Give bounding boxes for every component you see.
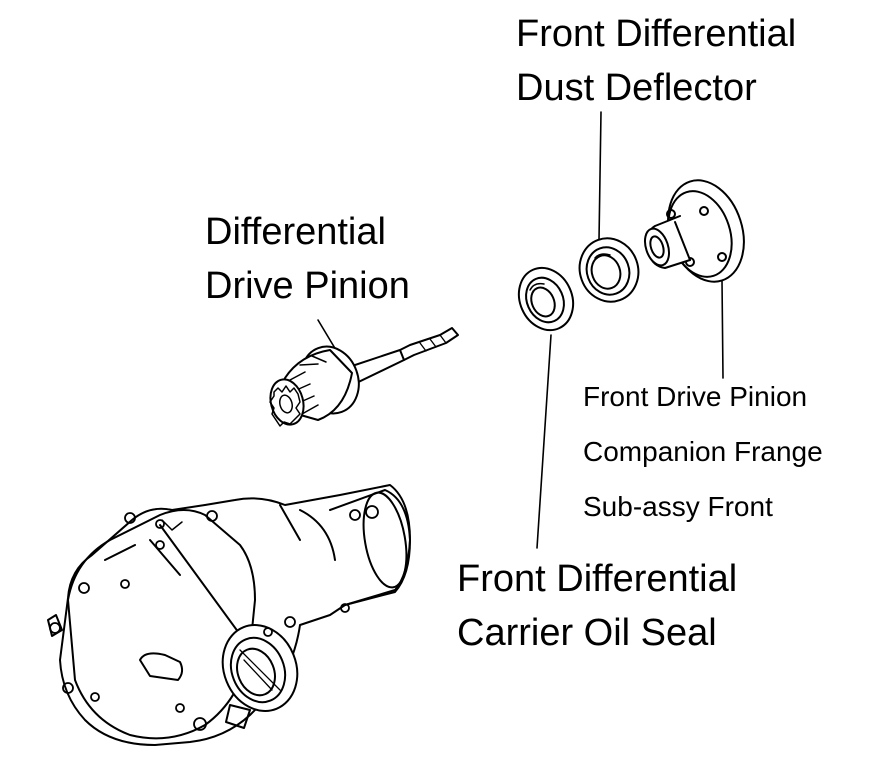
dust-deflector-label: Front Differential Dust Deflector (516, 7, 796, 115)
drive-pinion-label: Differential Drive Pinion (205, 205, 410, 313)
dust-deflector-label-line1: Front Differential (516, 13, 797, 55)
leader-oil-seal (536, 334, 552, 549)
companion-flange-label: Front Drive Pinion Companion Frange Sub-… (583, 369, 823, 534)
leader-lines (317, 111, 724, 549)
oil-seal-label-line2: Carrier Oil Seal (457, 612, 717, 654)
companion-flange-label-line2: Companion Frange (583, 436, 823, 467)
leader-companion-flange (721, 279, 724, 379)
drive-pinion-label-line1: Differential (205, 211, 386, 253)
carrier-oil-seal (517, 266, 575, 332)
companion-flange (644, 179, 745, 283)
differential-carrier-housing (47, 484, 411, 746)
dust-deflector (578, 237, 640, 303)
companion-flange-label-line3: Sub-assy Front (583, 491, 773, 522)
oil-seal-label-line1: Front Differential (457, 558, 738, 600)
leader-dust-deflector (598, 111, 602, 241)
companion-flange-label-line1: Front Drive Pinion (583, 381, 808, 412)
oil-seal-label: Front Differential Carrier Oil Seal (457, 552, 737, 660)
drive-pinion-label-line2: Drive Pinion (205, 265, 410, 307)
drive-pinion (269, 327, 459, 427)
dust-deflector-label-line2: Dust Deflector (516, 67, 757, 109)
